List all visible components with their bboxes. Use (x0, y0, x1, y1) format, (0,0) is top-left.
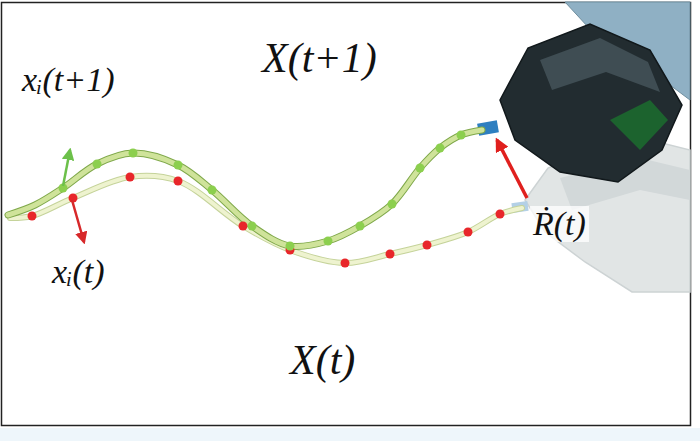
point-t (341, 259, 350, 268)
point-t (496, 210, 505, 219)
displacement-arrow (63, 150, 70, 186)
velocity-arrow (497, 140, 527, 198)
point-t1 (388, 200, 397, 209)
point-t (28, 212, 37, 221)
point-label: xᵢ(t) (52, 254, 105, 290)
bottom-strip (0, 428, 700, 441)
point-t1 (93, 160, 102, 169)
displacement-arrow (72, 200, 84, 242)
cable (8, 130, 482, 247)
point-t1 (129, 149, 138, 158)
point-t (174, 177, 183, 186)
point-t1 (457, 131, 466, 140)
point-t (239, 222, 248, 231)
cable-outline (8, 130, 482, 247)
cable (10, 176, 522, 263)
point-t1 (436, 144, 445, 153)
gripper-body (500, 24, 682, 182)
gripper-ring (540, 38, 660, 92)
point-t1 (286, 242, 295, 251)
point-t (464, 228, 473, 237)
robot-current (477, 2, 690, 182)
point-t (126, 173, 135, 182)
velocity-label: Ṙ(t) (530, 206, 589, 242)
point-t1 (208, 186, 217, 195)
shape-label: X(t) (290, 338, 355, 382)
point-t (423, 241, 432, 250)
point-t1 (248, 222, 257, 231)
point-t1 (356, 222, 365, 231)
gripper-light (610, 100, 668, 150)
shape-label: X(t+1) (262, 36, 377, 80)
point-label: xᵢ(t+1) (22, 62, 115, 98)
cable-outline (10, 176, 522, 263)
frame (2, 3, 691, 426)
point-t1 (324, 237, 333, 246)
point-t1 (174, 161, 183, 170)
point-t (386, 250, 395, 259)
point-t1 (416, 164, 425, 173)
